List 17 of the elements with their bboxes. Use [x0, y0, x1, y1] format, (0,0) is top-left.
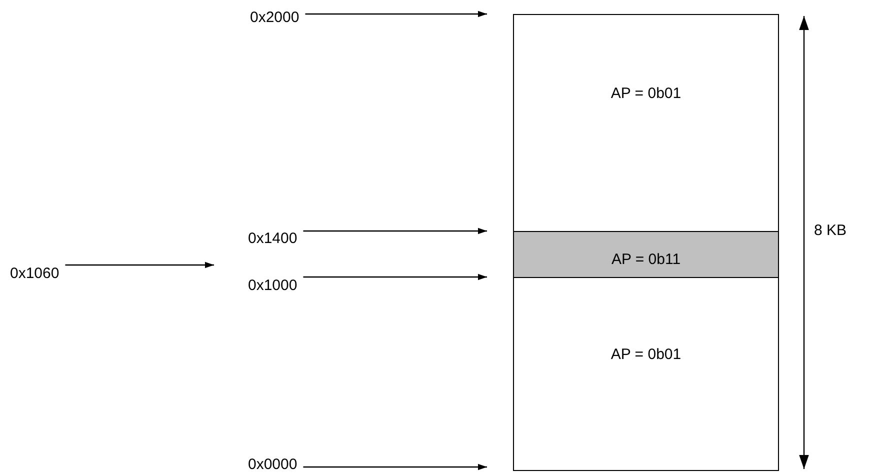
arrow: [65, 262, 214, 268]
memory-region: [513, 14, 779, 232]
region-label: AP = 0b01: [610, 346, 682, 362]
arrow: [303, 228, 487, 234]
address-label: 0x1000: [248, 277, 368, 295]
size-label: 8 KB: [814, 222, 847, 240]
region-label: AP = 0b01: [610, 84, 682, 102]
address-label: 0x2000: [250, 9, 368, 27]
address-label: 0x1060: [10, 265, 132, 283]
arrow: [303, 464, 487, 470]
arrow: [305, 10, 487, 18]
region-label: AP = 0b11: [611, 251, 681, 268]
address-label: 0x1400: [248, 230, 368, 248]
arrow: [303, 274, 487, 280]
memory-region: [513, 277, 779, 471]
memory-region: [513, 231, 779, 278]
address-label: 0x0000: [248, 456, 368, 474]
